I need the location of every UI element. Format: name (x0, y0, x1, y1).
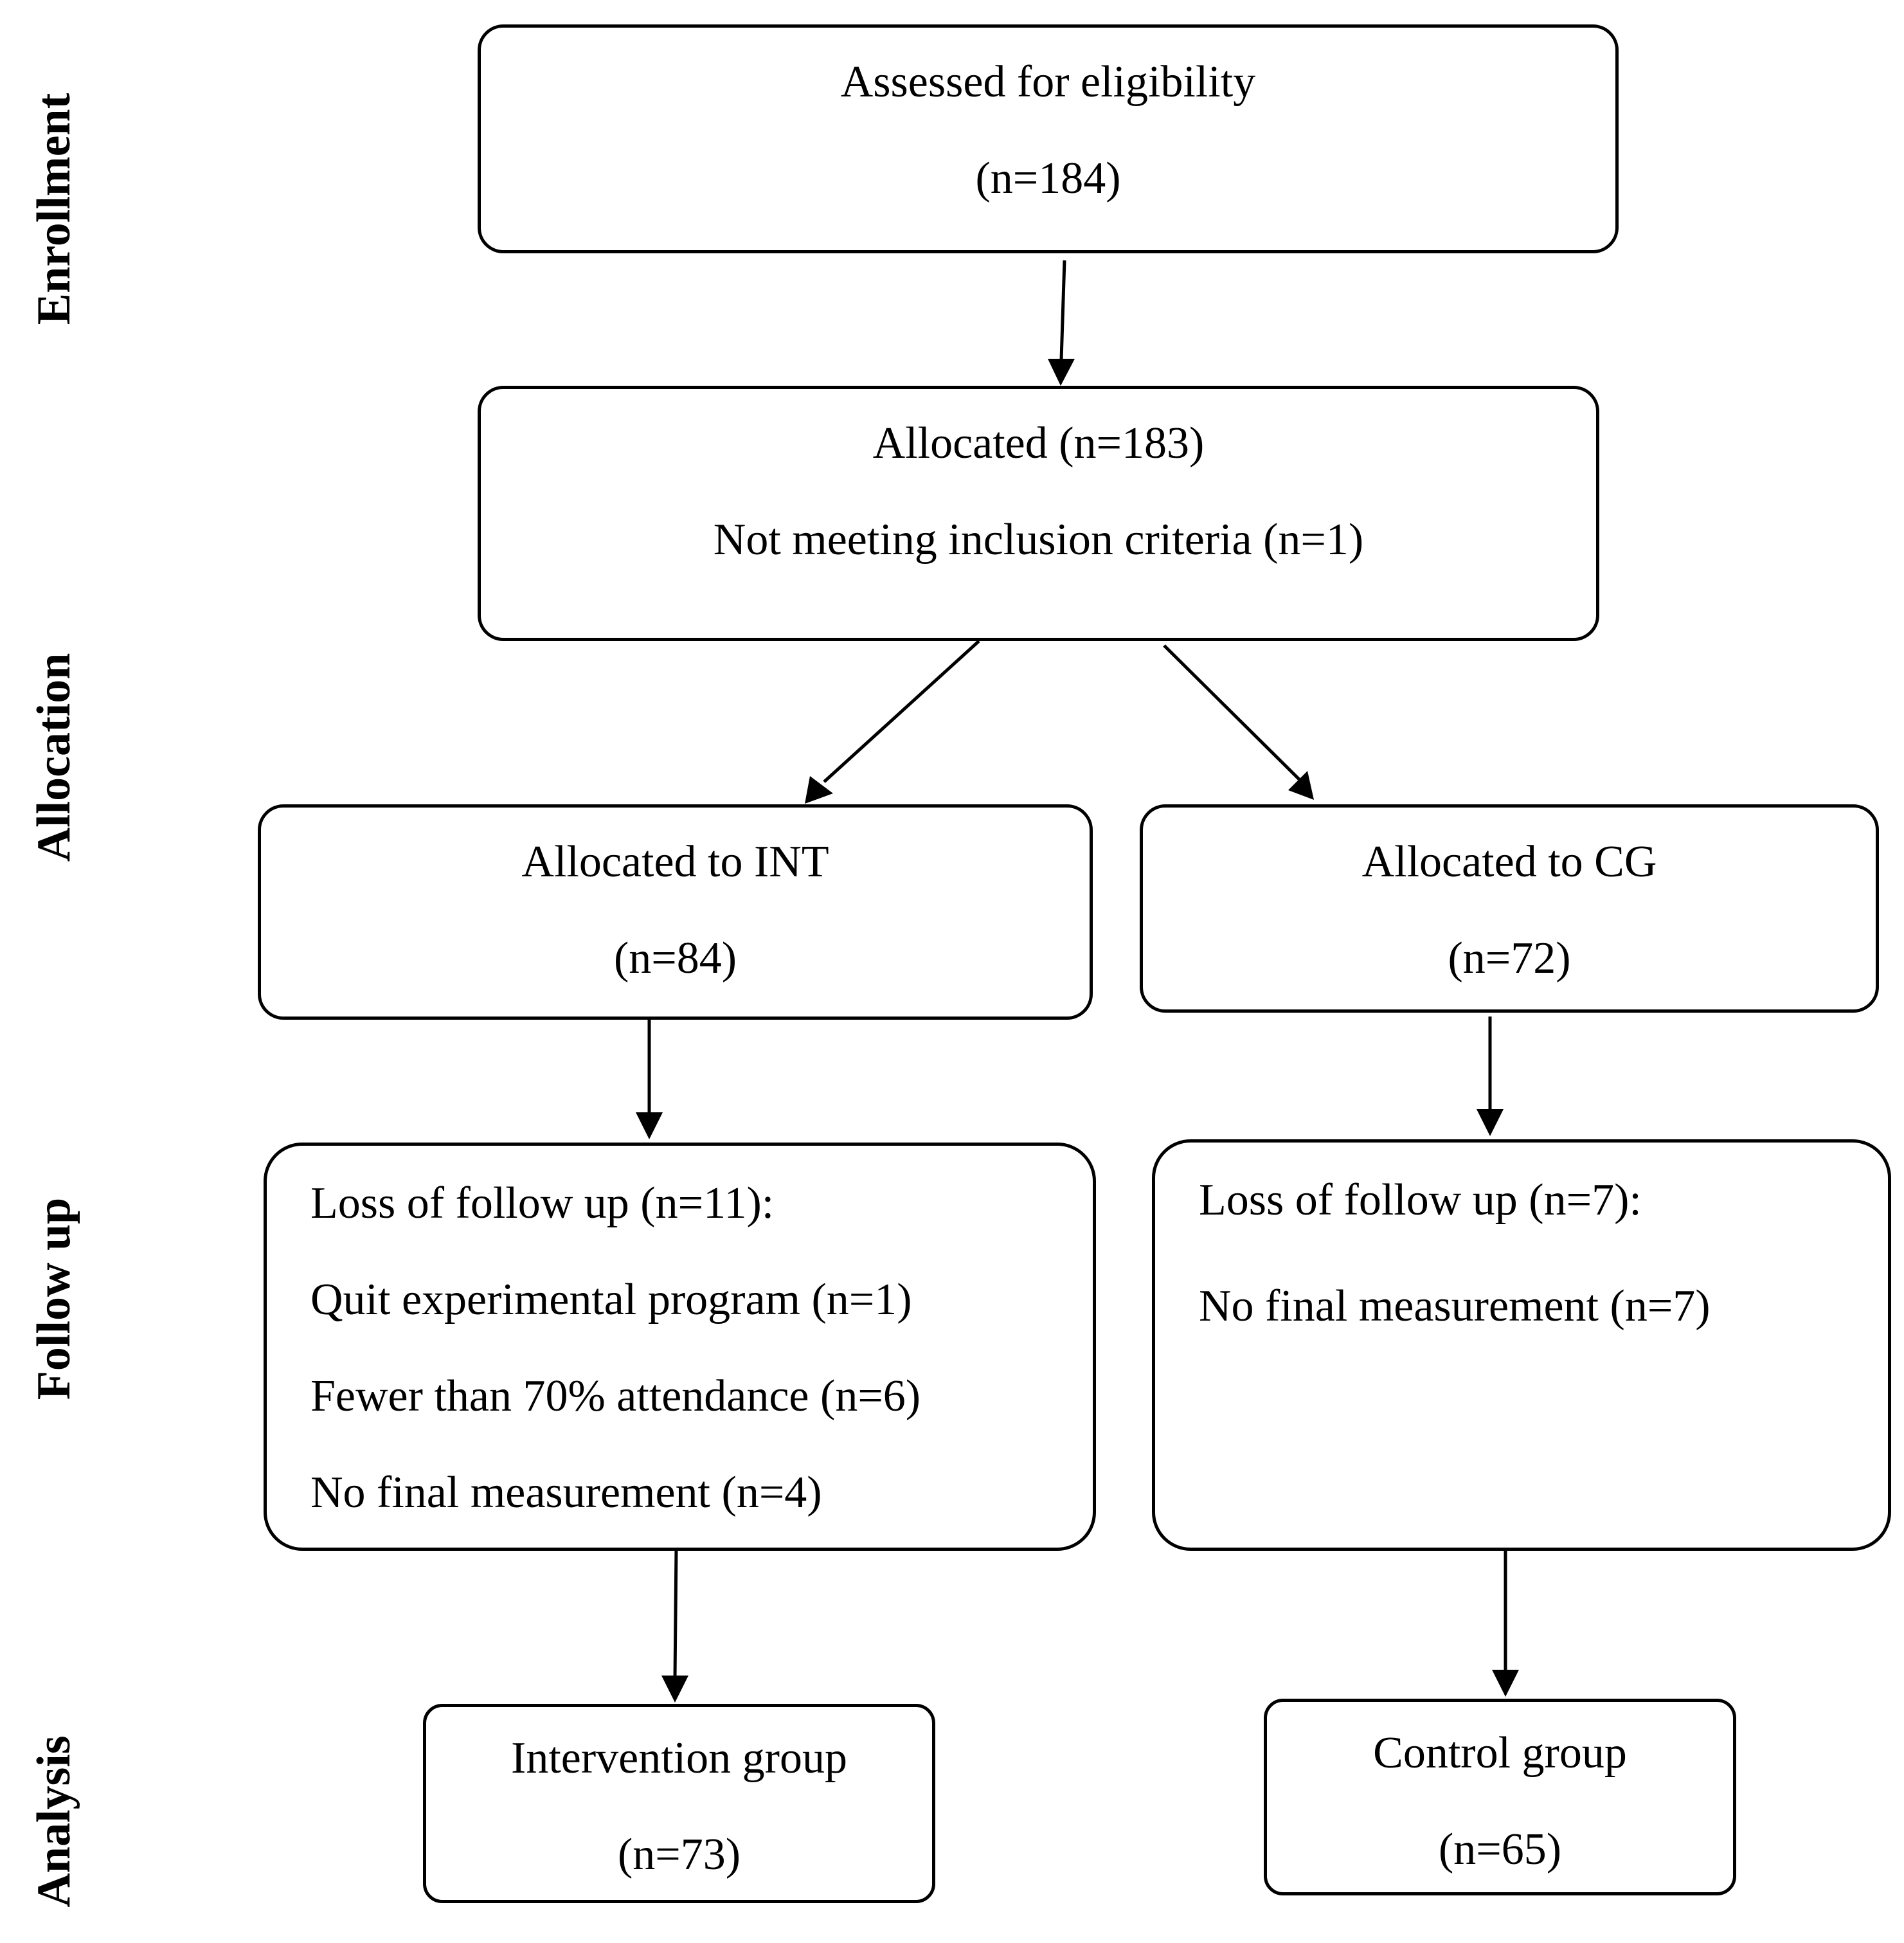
box-analysis-control: Control group (n=65) (1264, 1699, 1736, 1895)
allocated-int-title: Allocated to INT (521, 837, 829, 887)
arrowhead-int-followup (636, 1112, 663, 1139)
box-allocated: Allocated (n=183) Not meeting inclusion … (478, 386, 1599, 641)
stage-label-analysis: Analysis (28, 1735, 80, 1908)
arrowhead-analysis-int (661, 1676, 688, 1703)
arrow-followup-int-to-analysis (673, 1548, 678, 1679)
followup-int-reason: No final measurement (n=4) (310, 1468, 822, 1517)
arrow-allocated-to-cg (1163, 644, 1300, 781)
arrowhead-cg (1288, 771, 1314, 800)
arrowhead-assessed (1048, 359, 1075, 386)
analysis-int-count: (n=73) (617, 1830, 741, 1879)
arrow-allocated-to-int (823, 640, 980, 783)
analysis-int-title: Intervention group (511, 1733, 847, 1783)
followup-cg-title: Loss of follow up (n=7): (1199, 1175, 1642, 1225)
followup-cg-reason: No final measurement (n=7) (1199, 1281, 1711, 1331)
box-assessed-for-eligibility: Assessed for eligibility (n=184) (478, 24, 1619, 253)
box-analysis-intervention: Intervention group (n=73) (423, 1704, 935, 1903)
arrowhead-cg-followup (1477, 1109, 1504, 1136)
stage-label-enrollment: Enrollment (28, 93, 80, 325)
followup-int-reason: Fewer than 70% attendance (n=6) (310, 1371, 921, 1421)
followup-int-reason: Quit experimental program (n=1) (310, 1275, 912, 1324)
arrow-assessed-to-allocated (1059, 260, 1066, 361)
analysis-cg-title: Control group (1373, 1728, 1627, 1778)
allocated-cg-count: (n=72) (1448, 934, 1571, 983)
arrowhead-int (805, 776, 833, 804)
box-allocated-to-int: Allocated to INT (n=84) (258, 804, 1093, 1020)
arrowhead-analysis-cg (1492, 1670, 1519, 1697)
analysis-cg-count: (n=65) (1438, 1825, 1562, 1874)
stage-label-allocation: Allocation (28, 653, 80, 862)
box-followup-int: Loss of follow up (n=11): Quit experimen… (264, 1143, 1096, 1551)
box-followup-cg: Loss of follow up (n=7): No final measur… (1152, 1139, 1891, 1551)
allocated-int-count: (n=84) (613, 934, 737, 983)
allocated-cg-title: Allocated to CG (1361, 837, 1657, 887)
followup-int-title: Loss of follow up (n=11): (310, 1179, 775, 1228)
allocated-excluded: Not meeting inclusion criteria (n=1) (713, 515, 1364, 565)
box-allocated-to-cg: Allocated to CG (n=72) (1140, 804, 1879, 1013)
assessed-count: (n=184) (975, 154, 1121, 203)
allocated-title: Allocated (n=183) (872, 419, 1205, 468)
assessed-title: Assessed for eligibility (840, 57, 1256, 107)
stage-label-follow-up: Follow up (28, 1197, 80, 1400)
